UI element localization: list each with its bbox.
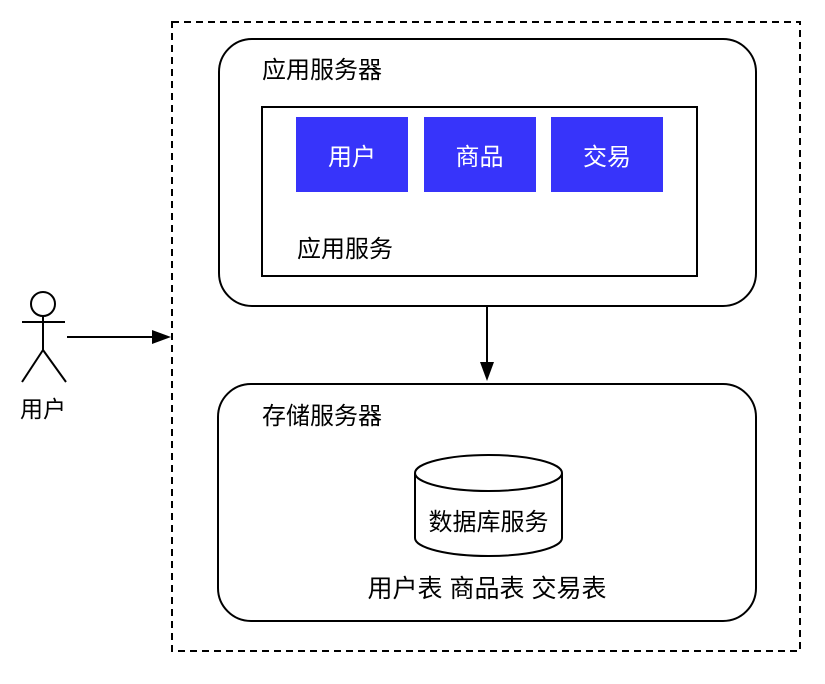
storage-server-node: 存储服务器 数据库服务 用户表 商品表 交易表 xyxy=(217,383,757,622)
actor-label: 用户 xyxy=(20,396,66,422)
actor-to-system-arrow xyxy=(67,330,171,344)
actor-left-leg xyxy=(21,349,44,383)
app-server-title: 应用服务器 xyxy=(262,57,382,84)
module-user: 用户 xyxy=(296,117,408,192)
actor-head-icon xyxy=(30,291,56,317)
app-server-node: 应用服务器 用户 商品 交易 应用服务 xyxy=(218,38,757,307)
arrowhead-right-icon xyxy=(152,330,171,344)
database-cylinder-icon xyxy=(414,454,563,557)
storage-server-title: 存储服务器 xyxy=(262,403,382,430)
system-boundary xyxy=(171,21,801,652)
module-row: 用户 商品 交易 xyxy=(263,117,696,192)
database-label: 数据库服务 xyxy=(428,509,549,536)
arrowhead-down-icon xyxy=(480,362,494,381)
actor-figure xyxy=(21,291,67,383)
module-product: 商品 xyxy=(423,117,536,192)
tables-label: 用户表 商品表 交易表 xyxy=(367,575,607,603)
appserver-to-storage-arrow xyxy=(480,307,494,381)
module-trade: 交易 xyxy=(551,117,663,192)
app-service-node: 用户 商品 交易 应用服务 xyxy=(261,106,698,277)
actor-right-leg xyxy=(42,349,67,383)
app-service-label: 应用服务 xyxy=(297,236,393,263)
database-cylinder: 数据库服务 xyxy=(414,454,563,557)
